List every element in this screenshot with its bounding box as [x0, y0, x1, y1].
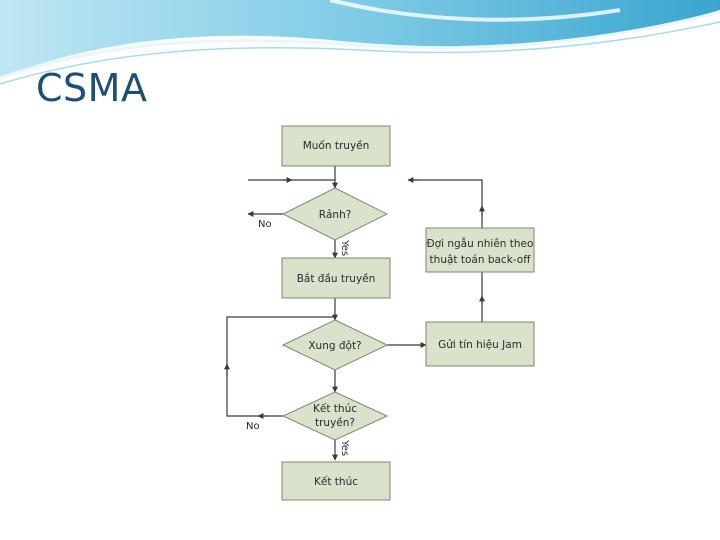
node-idle-label: Rảnh? [319, 209, 352, 221]
node-jam: Gửi tín hiệu Jam [425, 321, 535, 367]
node-begin-label: Bắt đầu truyền [297, 272, 376, 285]
idle-yes-label: Yes [339, 239, 350, 256]
node-collision-label: Xung đột? [308, 340, 361, 352]
csma-flowchart: Muốn truyền Rảnh? No Yes Bắt đầu truyền … [224, 125, 535, 501]
node-jam-label: Gửi tín hiệu Jam [438, 339, 522, 351]
connector-lines [224, 166, 485, 461]
node-end-check-decision: Kết thúc truyền? [281, 391, 389, 441]
node-backoff-label-line1: Đợi ngẫu nhiên theo [427, 237, 534, 250]
edge-backoff-to-top [408, 179, 483, 228]
header-swoosh-decoration [0, 0, 720, 85]
node-end-check-label-line2: truyền? [315, 417, 355, 429]
node-backoff: Đợi ngẫu nhiên theo thuật toán back-off [425, 227, 535, 273]
node-start: Muốn truyền [281, 125, 391, 167]
node-end-label: Kết thúc [314, 476, 358, 488]
node-start-label: Muốn truyền [303, 140, 370, 152]
end-check-yes-label: Yes [339, 439, 350, 456]
slide-title: CSMA [36, 66, 148, 110]
node-backoff-label-line2: thuật toán back-off [430, 254, 532, 266]
node-end: Kết thúc [281, 461, 391, 501]
idle-no-label: No [258, 219, 272, 230]
node-idle-decision: Rảnh? [281, 187, 389, 241]
end-check-no-label: No [246, 421, 260, 432]
node-collision-decision: Xung đột? [281, 319, 389, 371]
node-begin-transmit: Bắt đầu truyền [281, 257, 391, 299]
node-end-check-label-line1: Kết thúc [313, 403, 357, 415]
